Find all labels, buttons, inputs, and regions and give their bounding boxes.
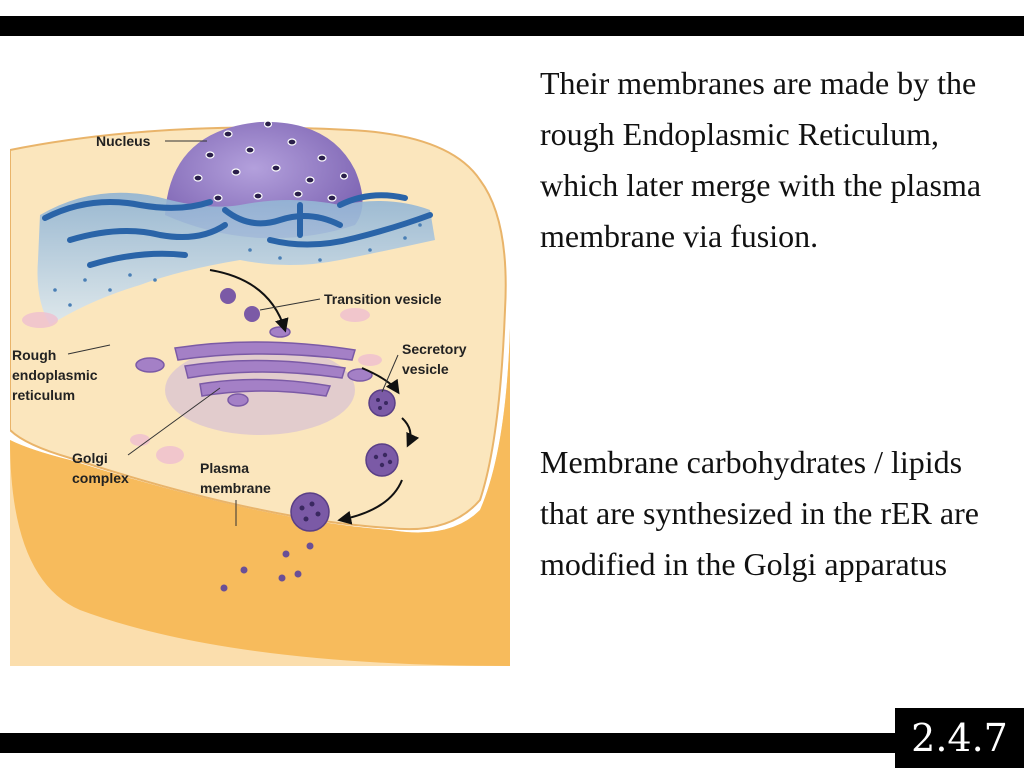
slide-number: 2.4.7 bbox=[895, 708, 1024, 768]
paragraph-membrane-origin: Their membranes are made by the rough En… bbox=[540, 65, 982, 254]
cell-front bbox=[10, 240, 510, 666]
nuclear-pores bbox=[193, 120, 349, 202]
label-nucleus: Nucleus bbox=[96, 133, 151, 149]
label-rough-er-3: reticulum bbox=[12, 387, 75, 403]
secretory-vesicles bbox=[290, 389, 399, 532]
top-bar bbox=[0, 16, 1024, 36]
label-rough-er-2: endoplasmic bbox=[12, 367, 98, 383]
bottom-bar bbox=[0, 733, 1024, 753]
golgi-complex bbox=[135, 326, 373, 435]
label-plasma-membrane-1: Plasma bbox=[200, 460, 249, 476]
label-golgi-2: complex bbox=[72, 470, 129, 486]
transition-vesicle-2 bbox=[244, 306, 260, 322]
background-organelles bbox=[22, 308, 382, 464]
label-plasma-membrane-2: membrane bbox=[200, 480, 271, 496]
label-golgi-1: Golgi bbox=[72, 450, 108, 466]
label-secretory-vesicle-1: Secretory bbox=[402, 341, 467, 357]
cell-diagram: Nucleus Transition vesicle Secretory ves… bbox=[10, 120, 510, 666]
er-ribosomes bbox=[53, 223, 422, 307]
exocytosis-particles bbox=[220, 542, 314, 592]
label-rough-er-1: Rough bbox=[12, 347, 56, 363]
paragraph-golgi-modification: Membrane carbohydrates / lipids that are… bbox=[540, 444, 979, 582]
rough-er-cisternae bbox=[42, 192, 433, 268]
label-transition-vesicle: Transition vesicle bbox=[324, 291, 442, 307]
label-secretory-vesicle-2: vesicle bbox=[402, 361, 449, 377]
transition-vesicle-1 bbox=[220, 288, 236, 304]
